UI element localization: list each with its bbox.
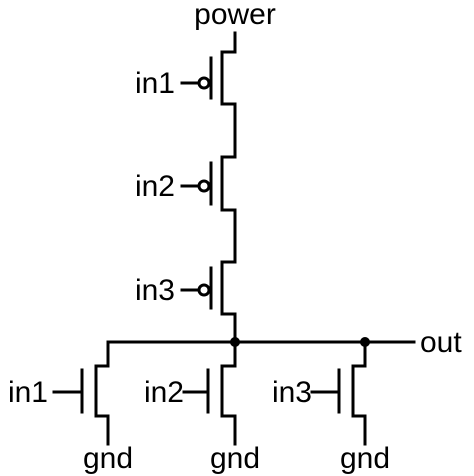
power-label: power — [194, 0, 276, 31]
pmos-1-channel — [220, 50, 237, 159]
pmos-transistor-2: in2 — [135, 155, 237, 264]
pmos-2-gate-bubble — [197, 179, 211, 193]
nmos-3-input-label: in3 — [272, 376, 312, 409]
pmos-transistor-1: in1 — [135, 50, 237, 159]
nmos-3-channel — [351, 340, 367, 446]
nmos-1-gnd-label: gnd — [83, 442, 133, 475]
out-label: out — [420, 326, 462, 359]
pmos-2-channel — [220, 155, 237, 264]
pmos-3-input-label: in3 — [135, 274, 175, 307]
pmos-transistor-3: in3 — [135, 260, 237, 344]
pmos-1-input-label: in1 — [135, 67, 175, 100]
nmos-transistor-2: in2 gnd — [144, 340, 260, 475]
nmos-2-gnd-label: gnd — [210, 442, 260, 475]
pmos-2-input-label: in2 — [135, 170, 175, 203]
pmos-1-gate-bubble — [197, 76, 211, 90]
nmos-1-input-label: in1 — [8, 376, 48, 409]
nmos-3-gnd-label: gnd — [340, 442, 390, 475]
nmos-1-channel — [94, 340, 110, 446]
pmos-3-gate-bubble — [197, 283, 211, 297]
nmos-2-channel — [220, 340, 237, 446]
nmos-transistor-3: in3 gnd — [272, 340, 390, 475]
nmos-2-input-label: in2 — [144, 376, 184, 409]
pmos-3-channel — [220, 260, 237, 344]
nmos-transistor-1: in1 gnd — [8, 340, 133, 475]
